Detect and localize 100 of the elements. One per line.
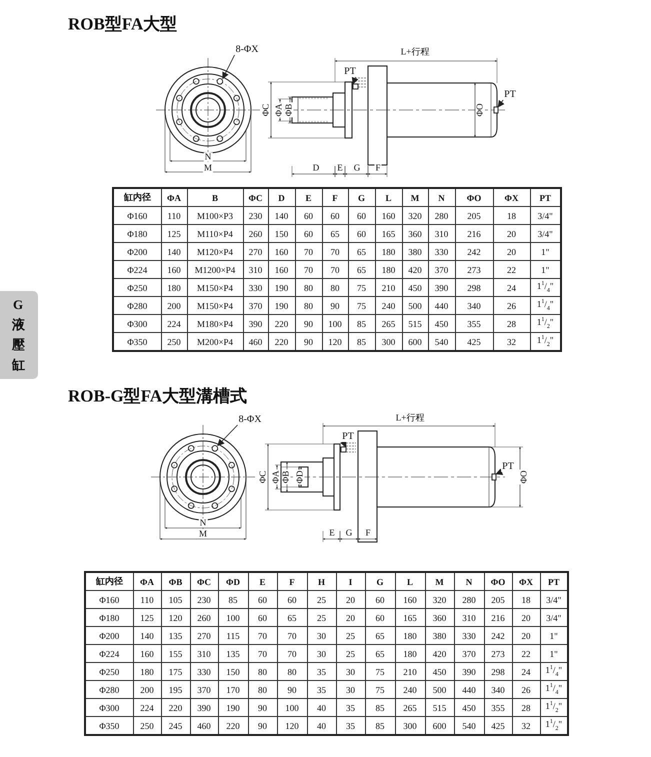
section-title: ROB型FA大型 [68, 16, 178, 32]
table-cell: Φ250 [85, 662, 133, 680]
column-header: G [348, 188, 375, 206]
table-cell: 390 [428, 278, 455, 296]
column-header: 缸内径 [113, 188, 161, 206]
table-cell: M150×P4 [187, 296, 243, 314]
leader-line [352, 76, 358, 85]
column-header: ΦO [455, 188, 493, 206]
table-cell: 115 [218, 626, 248, 644]
dimension-label: ΦC [262, 102, 270, 118]
callout-label: PT [341, 432, 355, 442]
table-cell: 440 [428, 296, 455, 314]
column-header: 缸内径 [85, 572, 133, 590]
port-opening [494, 106, 498, 114]
table-cell: 40 [307, 698, 336, 716]
table-cell: 18 [512, 590, 540, 608]
port-opening [492, 474, 496, 480]
table-cell: 135 [161, 626, 190, 644]
callout-label: 8-ΦX [234, 45, 260, 55]
table-cell: M150×P4 [187, 278, 243, 296]
table-cell: 220 [161, 698, 190, 716]
table-cell: 65 [348, 260, 375, 278]
callout-label: PT [343, 67, 357, 77]
dimension-label: N [198, 518, 208, 528]
column-header: ΦD [218, 572, 248, 590]
table-cell: Φ180 [113, 224, 161, 242]
dimension-label: ΦA [272, 469, 280, 485]
table-cell: 190 [218, 698, 248, 716]
table-cell: Φ224 [113, 260, 161, 278]
table-cell: Φ300 [85, 698, 133, 716]
table-cell: 26 [512, 680, 540, 698]
dimension-label: ΦO [520, 469, 528, 485]
table-cell: Φ224 [85, 644, 133, 662]
table-cell: 180 [133, 662, 161, 680]
table-cell: 75 [365, 680, 395, 698]
table-cell: 310 [243, 260, 268, 278]
leader-line [340, 440, 346, 448]
table-cell: 180 [161, 278, 187, 296]
table-cell: 210 [375, 278, 402, 296]
table-cell: 140 [268, 206, 295, 224]
table-cell: 75 [348, 296, 375, 314]
table-cell: 85 [218, 590, 248, 608]
table-cell: 355 [484, 698, 512, 716]
table-cell: 390 [243, 314, 268, 332]
table-cell: 20 [512, 626, 540, 644]
table-cell: 140 [161, 242, 187, 260]
dimension-label: ΦA [274, 102, 284, 118]
column-header: M [402, 188, 428, 206]
table-cell: 70 [277, 644, 307, 662]
table-cell: 390 [454, 662, 484, 680]
table-cell: 60 [365, 590, 395, 608]
dimension-label: ΦB [282, 470, 290, 484]
table-cell: 420 [402, 260, 428, 278]
table-cell: M110×P4 [187, 224, 243, 242]
table-cell: 160 [133, 644, 161, 662]
dimension-label: L+行程 [400, 48, 430, 56]
dimension-label: M [203, 164, 213, 172]
table-cell: 80 [248, 662, 277, 680]
table-cell: 270 [243, 242, 268, 260]
table-cell: 85 [365, 698, 395, 716]
table-cell: 170 [218, 680, 248, 698]
column-header: ΦX [512, 572, 540, 590]
table-cell: 216 [455, 224, 493, 242]
table-cell: 75 [365, 662, 395, 680]
table-cell: 65 [348, 242, 375, 260]
table-cell: 120 [161, 608, 190, 626]
table-cell: M120×P4 [187, 242, 243, 260]
table-cell: 200 [161, 296, 187, 314]
table-cell: 110 [161, 206, 187, 224]
table-cell: 500 [402, 296, 428, 314]
table-cell: 280 [454, 590, 484, 608]
table-cell: 28 [493, 314, 530, 332]
table-cell: 18 [493, 206, 530, 224]
table-cell: 210 [395, 662, 425, 680]
table-cell: 155 [161, 644, 190, 662]
table-cell: 160 [161, 260, 187, 278]
table-cell: 298 [484, 662, 512, 680]
table-cell: 35 [307, 662, 336, 680]
dimension-label: N [204, 152, 212, 162]
dimension-label: F [374, 164, 382, 172]
dimension-label: ΦB [284, 102, 294, 118]
column-header: N [454, 572, 484, 590]
table-cell: 26 [493, 296, 530, 314]
table-cell: 240 [395, 680, 425, 698]
table-cell: 380 [402, 242, 428, 260]
table-cell: 30 [336, 662, 365, 680]
table-cell: 230 [243, 206, 268, 224]
table-cell: 60 [295, 224, 322, 242]
table-cell: 24 [512, 662, 540, 680]
table-cell: 70 [248, 644, 277, 662]
table-cell: 1$^{1}$/$_{4}$" [530, 278, 561, 296]
column-header: M [425, 572, 454, 590]
table-cell: 440 [454, 680, 484, 698]
table-cell: 75 [348, 278, 375, 296]
table-cell: 90 [277, 680, 307, 698]
table-cell: 70 [322, 260, 348, 278]
table-cell: 70 [248, 626, 277, 644]
table-cell: 205 [455, 206, 493, 224]
table-cell: 190 [268, 278, 295, 296]
leader-line [495, 468, 504, 475]
